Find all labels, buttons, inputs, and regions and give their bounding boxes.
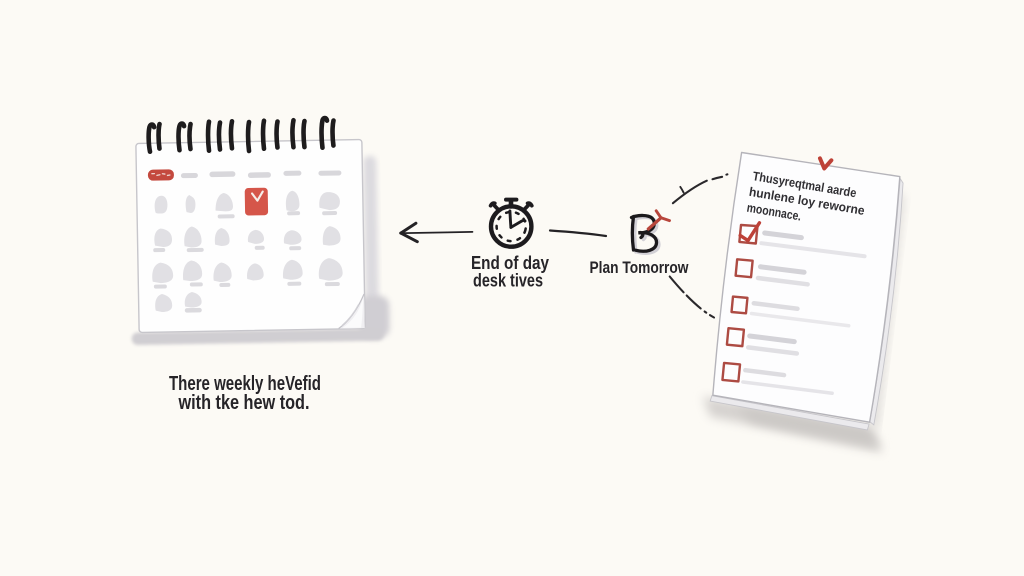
svg-text:End of day: End of day <box>471 253 549 273</box>
svg-text:There weekly heVefid: There weekly heVefid <box>169 373 321 395</box>
svg-text:Plan Tomorrow: Plan Tomorrow <box>590 258 690 277</box>
svg-text:desk tives: desk tives <box>473 271 543 291</box>
svg-text:with tke hew tod.: with tke hew tod. <box>178 392 310 414</box>
